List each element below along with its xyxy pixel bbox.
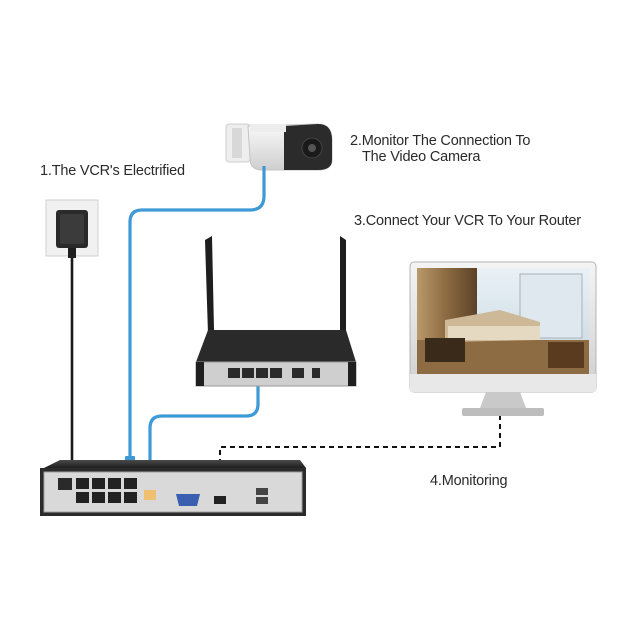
hdmi-dashed-line xyxy=(219,416,501,500)
cable-plugs xyxy=(125,376,264,474)
power-adapter-icon xyxy=(45,199,99,258)
nvr-recorder-icon xyxy=(40,460,306,516)
bullet-camera-icon xyxy=(225,123,333,171)
step-2-label-line-2: The Video Camera xyxy=(362,149,481,165)
network-cables xyxy=(128,166,266,470)
step-3-label: 3.Connect Your VCR To Your Router xyxy=(354,213,581,229)
step-4-label: 4.Monitoring xyxy=(430,473,508,489)
step-2-label-line-1: 2.Monitor The Connection To xyxy=(350,133,531,149)
step-1-label: 1.The VCR's Electrified xyxy=(40,163,185,179)
monitor-icon xyxy=(409,261,597,416)
wifi-router-icon xyxy=(195,236,357,387)
